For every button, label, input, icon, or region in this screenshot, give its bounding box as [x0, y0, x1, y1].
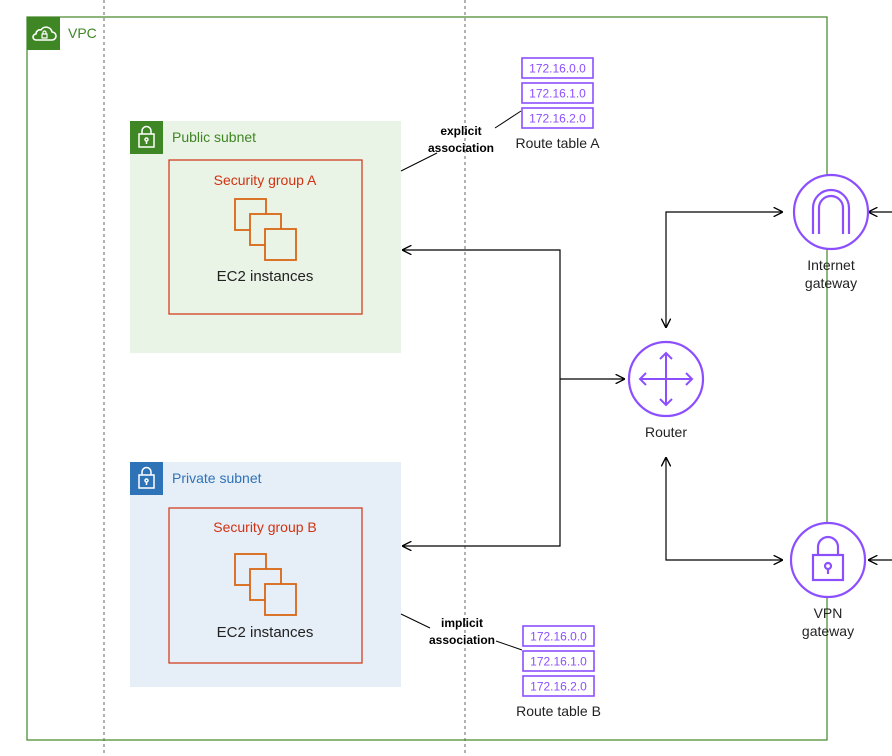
route-entry: 172.16.2.0	[521, 107, 594, 129]
route-entry: 172.16.1.0	[521, 82, 594, 104]
route-entry: 172.16.0.0	[522, 625, 595, 647]
cloud-icon	[32, 26, 57, 41]
lock-icon	[138, 466, 155, 489]
route-table-b-label: Route table B	[516, 703, 601, 719]
internet-gateway-label-line1: Internet	[807, 257, 855, 273]
public-subnet-label: Public subnet	[172, 129, 256, 145]
internet-gateway: Internet gateway	[792, 173, 870, 291]
private-subnet-label: Private subnet	[172, 470, 262, 486]
svg-text:172.16.1.0: 172.16.1.0	[530, 655, 587, 669]
ec2-instances-icon	[234, 553, 297, 616]
explicit-association: explicit association	[400, 110, 522, 172]
lock-icon	[138, 125, 155, 148]
router-icon	[638, 351, 694, 407]
private-subnet: Private subnet Security group B EC2 inst…	[130, 462, 401, 687]
ec2-instances-label: EC2 instances	[217, 624, 314, 641]
implicit-association-line2: association	[429, 633, 495, 647]
route-entry: 172.16.2.0	[522, 675, 595, 697]
vpn-gateway-label-line1: VPN	[814, 605, 843, 621]
padlock-icon	[811, 535, 845, 582]
route-entry: 172.16.1.0	[522, 650, 595, 672]
gateway-connectors	[666, 212, 892, 560]
explicit-association-line1: explicit	[440, 124, 481, 138]
arch-icon	[811, 188, 851, 234]
public-subnet: Public subnet Security group A EC2 insta…	[130, 121, 401, 353]
security-group-b	[168, 507, 363, 664]
route-table-a: 172.16.0.0 172.16.1.0 172.16.2.0 Route t…	[515, 57, 600, 151]
implicit-association: implicit association	[400, 613, 523, 651]
explicit-association-line2: association	[428, 141, 494, 155]
vpc-boundary	[26, 16, 828, 741]
private-subnet-connector	[403, 379, 561, 546]
vpn-gateway-label-line2: gateway	[802, 623, 854, 639]
router: Router	[627, 340, 705, 440]
security-group-a	[168, 159, 363, 315]
security-group-a-label: Security group A	[214, 172, 317, 188]
svg-text:172.16.0.0: 172.16.0.0	[529, 62, 586, 76]
router-label: Router	[645, 424, 687, 440]
public-subnet-connector	[403, 250, 561, 379]
vpc-label: VPC	[68, 25, 97, 41]
route-table-b: 172.16.0.0 172.16.1.0 172.16.2.0 Route t…	[516, 625, 601, 719]
ec2-instances-icon	[234, 198, 297, 261]
svg-text:172.16.2.0: 172.16.2.0	[529, 112, 586, 126]
route-table-a-label: Route table A	[515, 135, 600, 151]
svg-text:172.16.1.0: 172.16.1.0	[529, 87, 586, 101]
implicit-association-line1: implicit	[441, 616, 483, 630]
vpn-gateway-connector	[666, 458, 782, 560]
subnet-router-connectors	[403, 250, 624, 546]
svg-text:172.16.0.0: 172.16.0.0	[530, 630, 587, 644]
ec2-instances-label: EC2 instances	[217, 268, 314, 285]
internet-gateway-label-line2: gateway	[805, 275, 857, 291]
internet-gateway-connector	[666, 212, 782, 327]
route-entry: 172.16.0.0	[521, 57, 594, 79]
security-group-b-label: Security group B	[213, 519, 317, 535]
vpc-group: VPC	[26, 16, 828, 741]
vpn-gateway: VPN gateway	[789, 521, 867, 639]
svg-text:172.16.2.0: 172.16.2.0	[530, 680, 587, 694]
